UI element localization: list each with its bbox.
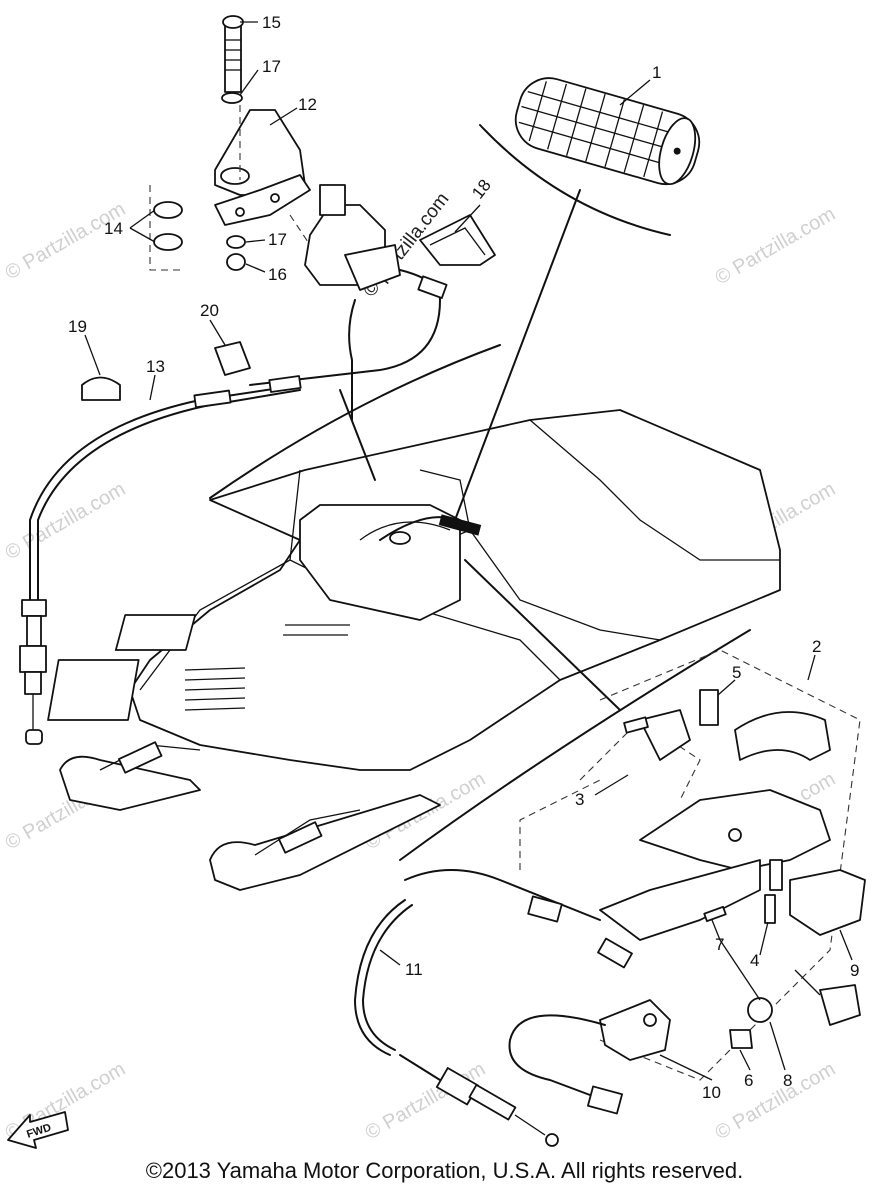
watermark: © Partzilla.com bbox=[2, 478, 130, 564]
callout-11: 11 bbox=[405, 960, 423, 979]
callout-labels: 15 17 12 14 17 16 1 18 20 19 13 2 5 3 7 … bbox=[68, 13, 859, 1102]
callout-4: 4 bbox=[750, 951, 759, 970]
throttle-lever-housing bbox=[249, 184, 496, 421]
grip-bracket-line bbox=[479, 124, 671, 236]
callout-9: 9 bbox=[850, 961, 859, 980]
throttle-cable bbox=[19, 375, 302, 745]
copyright-notice: ©2013 Yamaha Motor Corporation, U.S.A. A… bbox=[145, 1158, 744, 1183]
leader-line bbox=[339, 389, 376, 481]
brake-lever-assembly bbox=[519, 649, 866, 1081]
headlight-grille bbox=[184, 667, 246, 711]
forward-direction-arrow: FWD bbox=[7, 1111, 69, 1149]
kill-switch-wire bbox=[508, 999, 671, 1115]
callout-19: 19 bbox=[68, 317, 87, 336]
callout-3: 3 bbox=[575, 790, 584, 809]
watermark: © Partzilla.com bbox=[712, 203, 840, 289]
callout-5: 5 bbox=[732, 663, 741, 682]
callout-leaders bbox=[84, 21, 853, 1081]
cable-clamps bbox=[81, 341, 251, 401]
callout-1: 1 bbox=[652, 63, 661, 82]
callout-12: 12 bbox=[298, 95, 317, 114]
callout-18: 18 bbox=[468, 176, 495, 203]
callout-15: 15 bbox=[262, 13, 281, 32]
frame-line bbox=[209, 344, 501, 499]
callout-8: 8 bbox=[783, 1071, 792, 1090]
watermark: © Partzilla.com bbox=[712, 1058, 840, 1144]
callout-13: 13 bbox=[146, 357, 165, 376]
callout-6: 6 bbox=[744, 1071, 753, 1090]
handlebar-mark bbox=[438, 514, 482, 536]
parts-diagram: © Partzilla.com © Partzilla.com © Partzi… bbox=[2, 13, 866, 1149]
watermark: © Partzilla.com bbox=[2, 198, 130, 284]
brake-cable bbox=[354, 869, 633, 1147]
leader-line bbox=[464, 559, 621, 711]
callout-2: 2 bbox=[812, 637, 821, 656]
frame-line bbox=[399, 629, 751, 861]
snowmobile-body bbox=[47, 409, 781, 891]
callout-20: 20 bbox=[200, 301, 219, 320]
callout-17-lower: 17 bbox=[268, 230, 287, 249]
callout-17: 17 bbox=[262, 57, 281, 76]
leader-line bbox=[454, 189, 581, 521]
callout-10: 10 bbox=[702, 1083, 721, 1102]
callout-14: 14 bbox=[104, 219, 123, 238]
handlebar-grip bbox=[514, 77, 701, 186]
callout-7: 7 bbox=[715, 935, 724, 954]
callout-16: 16 bbox=[268, 265, 287, 284]
